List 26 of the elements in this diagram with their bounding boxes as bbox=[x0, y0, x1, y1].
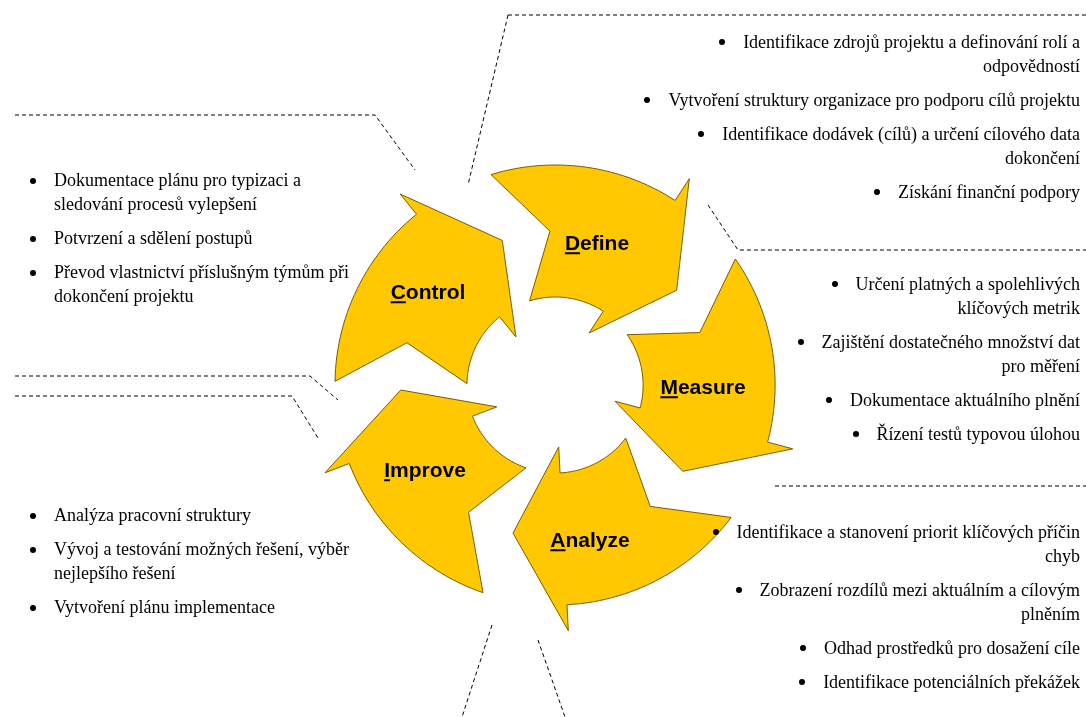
bullet-text: Vývoj a testování možných řešení, výběr nejlepšího řešení bbox=[54, 538, 350, 585]
bullet-text: Identifikace zdrojů projektu a definování rolí a odpovědností bbox=[743, 32, 1080, 76]
bullet-text: Získání finanční podpory bbox=[898, 182, 1080, 202]
bullet-text: Identifikace a stanovení priorit klíčových příčin chyb bbox=[736, 522, 1080, 566]
phase-label: Improve bbox=[384, 457, 466, 484]
bullet-text: Zobrazení rozdílů mezi aktuálním a cílovým plněním bbox=[759, 580, 1080, 624]
bullet-text: Dokumentace plánu pro typizaci a sledování procesů vylepšení bbox=[54, 169, 302, 216]
bullet-text: Identifikace dodávek (cílů) a určení cílového data dokončení bbox=[722, 124, 1080, 168]
phase-label: Define bbox=[564, 230, 630, 257]
bullet-text: Zajištění dostatečného množství dat pro měření bbox=[821, 332, 1080, 376]
bullet-text: Určení platných a spolehlivých klíčových metrik bbox=[855, 274, 1080, 318]
phase-label: Analyze bbox=[550, 527, 630, 554]
bullet-text: Identifikace potenciálních překážek bbox=[823, 672, 1080, 692]
phase-label: Control bbox=[390, 279, 466, 306]
phase-label: Measure bbox=[660, 374, 746, 401]
bullet-text: Vytvoření struktury organizace pro podporu cílů projektu bbox=[668, 90, 1080, 110]
bullet-text: Dokumentace aktuálního plnění bbox=[850, 390, 1080, 410]
arrow-segment bbox=[511, 436, 732, 632]
bullet-text: Odhad prostředků pro dosažení cíle bbox=[824, 638, 1080, 658]
bullet-text: Vytvoření plánu implementace bbox=[54, 596, 275, 619]
bullet-text: Řízení testů typovou úlohou bbox=[876, 424, 1080, 444]
bullet-text: Potvrzení a sdělení postupů bbox=[54, 227, 253, 250]
bullet-text: Analýza pracovní struktury bbox=[54, 504, 251, 527]
arrow-segment bbox=[613, 257, 794, 473]
arrow-segment bbox=[489, 164, 690, 334]
bullet-text: Převod vlastnictví příslušným týmům při dokončení projektu bbox=[54, 261, 350, 308]
